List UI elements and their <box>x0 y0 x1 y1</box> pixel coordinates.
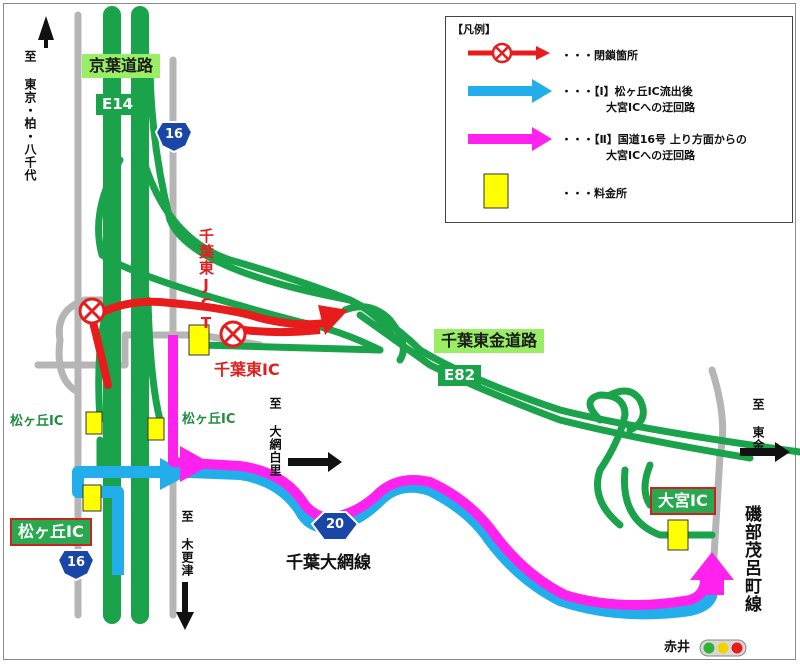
matsugaoka-ic-left-label: 松ヶ丘IC <box>8 414 66 429</box>
tollgate-matsugaoka-right <box>147 417 165 441</box>
omiya-loop-1 <box>586 391 629 529</box>
toll-gates <box>82 324 689 551</box>
legend-closure-arrow <box>536 46 550 60</box>
omiya-ramp <box>620 466 716 539</box>
direction-arrows <box>38 16 790 630</box>
jct-ramp-1 <box>95 156 384 354</box>
to-kisarazu-label: 至 木更津 <box>180 510 194 577</box>
final-arrow <box>690 552 734 595</box>
arrow-east-oami <box>288 452 342 472</box>
tollgate-chiba-higashi <box>188 324 210 356</box>
legend-detour1-text-2: 大宮ICへの迂回路 <box>606 101 696 114</box>
route20-label: 20 <box>325 517 345 532</box>
chiba-oami-road-label: 千葉大網線 <box>286 553 371 573</box>
tollgate-matsugaoka-left <box>85 411 103 435</box>
to-tokyo-label: 至 東京・柏・八千代 <box>23 50 37 182</box>
matsugaoka-ic-right-label: 松ヶ丘IC <box>180 412 238 427</box>
jct-ramp-3 <box>146 56 354 304</box>
legend-symbols <box>468 42 552 209</box>
legend-tollgate-icon <box>483 173 509 209</box>
legend-detour2-arrow <box>532 127 552 151</box>
route16-label-bottom: 16 <box>66 555 86 570</box>
keiyo-road-label: 京葉道路 <box>82 54 161 78</box>
e82-link <box>341 303 407 364</box>
legend: 【凡例】 ・・・閉鎖箇所 ・・・【Ⅰ】松ヶ丘IC流出後 大宮ICへの迂回路 ・・… <box>445 16 793 223</box>
legend-detour1-arrow <box>532 79 552 103</box>
route16-shield-bottom <box>56 549 96 582</box>
route16-shield-top <box>154 121 194 154</box>
omiya-ramp-2 <box>641 461 716 509</box>
matsugaoka-ramp-right <box>144 296 164 424</box>
omiya-ic-label: 大宮IC <box>650 487 716 515</box>
legend-detour2-text-2: 大宮ICへの迂回路 <box>606 149 696 162</box>
closure-route <box>87 297 334 389</box>
closure-marker-ic <box>219 320 247 348</box>
isobe-road-label: 磯部茂呂町線 <box>741 505 761 613</box>
legend-closed-text: ・・・閉鎖箇所 <box>561 49 638 62</box>
legend-title: 【凡例】 <box>452 23 496 36</box>
traffic-signal <box>699 639 747 657</box>
chiba-togane-road-label: 千葉東金道路 <box>434 329 545 353</box>
akai-label: 赤井 <box>664 640 691 655</box>
to-oami-label: 至 大網白里 <box>268 397 282 477</box>
tollgate-matsugaoka-bottom <box>82 484 102 512</box>
arrow-south <box>176 582 194 630</box>
closure-arrow-head <box>318 305 348 335</box>
detour-1-route <box>72 466 718 620</box>
detour-1-arrow-head <box>160 458 190 490</box>
legend-detour2-text-1: ・・・【Ⅱ】国道16号 上り方面からの <box>561 133 747 146</box>
e14-label: E14 <box>96 94 140 115</box>
to-togane-label: 至 東金 <box>751 398 765 452</box>
arrow-north <box>38 16 54 48</box>
tollgate-omiya <box>667 519 689 551</box>
closure-marker-jct <box>78 297 106 325</box>
detour-2-route <box>168 335 710 610</box>
chiba-higashi-ic-label: 千葉東IC <box>214 360 280 379</box>
arrow-east-togane <box>740 442 790 462</box>
e82-mainline <box>346 296 800 456</box>
route16-label-top: 16 <box>164 127 184 142</box>
legend-tollgate-text: ・・・料金所 <box>561 187 627 200</box>
omiya-loop-2 <box>606 387 647 434</box>
local-road-loop <box>55 336 82 396</box>
route20-shield <box>310 511 360 541</box>
e82-label: E82 <box>438 365 482 386</box>
detour-2-arrow-head <box>180 446 212 482</box>
matsugaoka-ic-boxed-label: 松ヶ丘IC <box>10 518 92 546</box>
legend-detour1-text-1: ・・・【Ⅰ】松ヶ丘IC流出後 <box>561 85 693 98</box>
chiba-higashi-jct-label: 千葉東JCT <box>197 228 215 333</box>
